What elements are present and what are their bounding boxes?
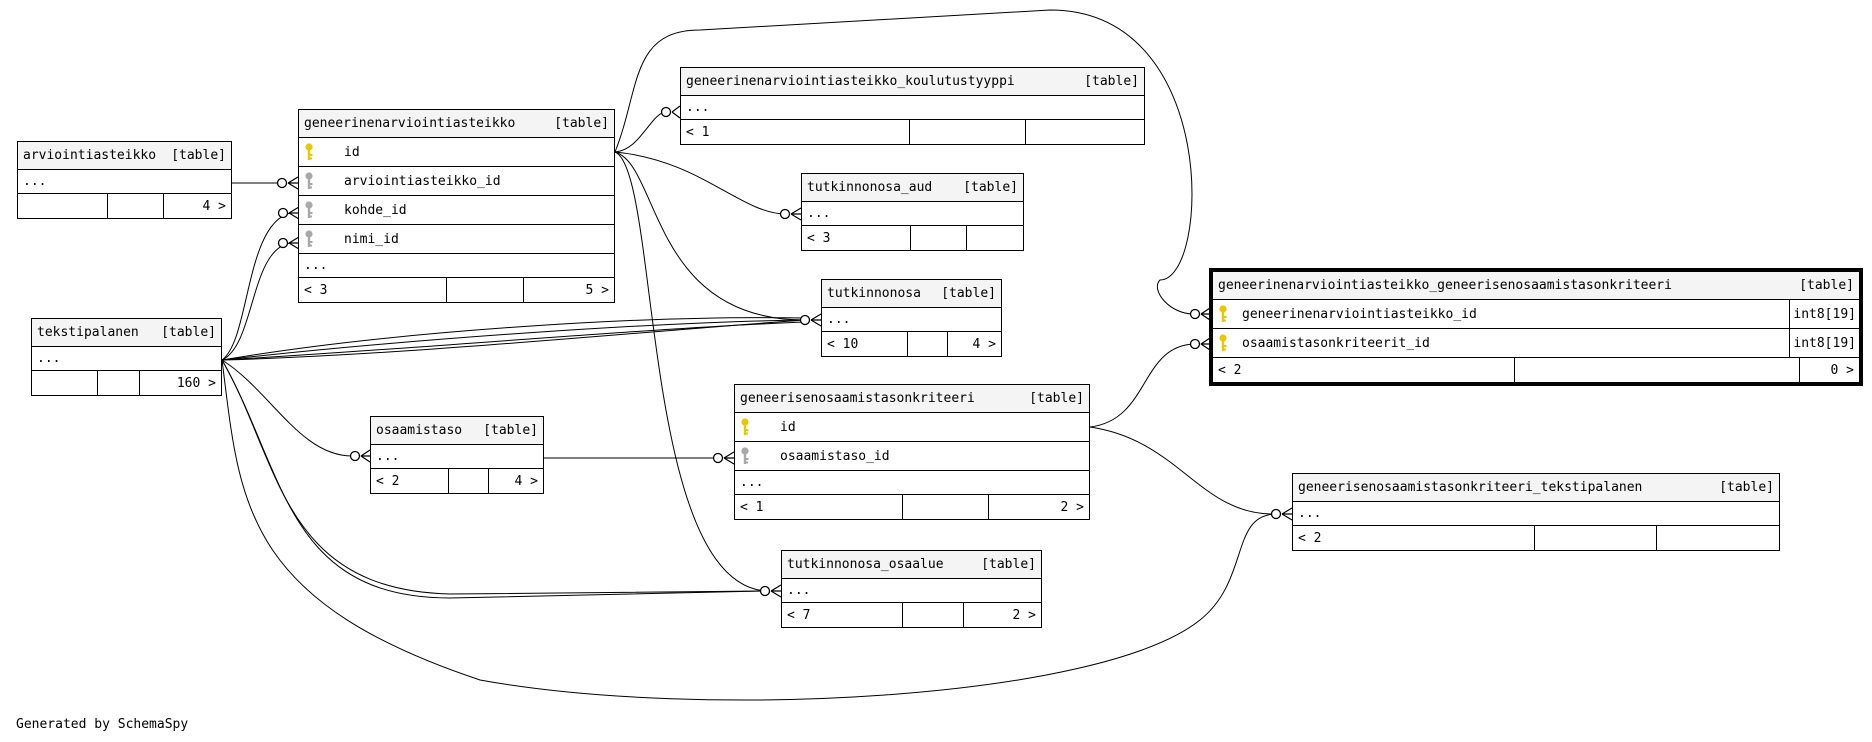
table-footer: 4 > (18, 194, 231, 218)
table-tutkinnonosa-aud[interactable]: tutkinnonosa_aud[table] ... < 3 (801, 173, 1024, 251)
foreign-key-icon (740, 446, 758, 466)
table-arviointiasteikko[interactable]: arviointiasteikko[table] ... 4 > (17, 141, 232, 219)
edge-tekstipalanen-gok (221, 359, 1277, 701)
primary-key-icon (740, 417, 758, 437)
column-row: nimi_id (299, 225, 614, 254)
primary-key-icon (1218, 333, 1236, 353)
edge-tekstipalanen-tutkinnonosa-2 (221, 319, 806, 361)
ellipsis-row: ... (371, 445, 543, 469)
table-tutkinnonosa[interactable]: tutkinnonosa[table] ... < 10 4 > (821, 279, 1002, 357)
table-osaamistaso[interactable]: osaamistaso[table] ... < 2 4 > (370, 416, 544, 494)
table-header: geneerisenosaamistasonkriteeri[table] (735, 385, 1089, 413)
table-header: tutkinnonosa_aud[table] (802, 174, 1023, 202)
table-geneerinenarviointiasteikko[interactable]: geneerinenarviointiasteikko[table] id ar… (298, 109, 615, 303)
table-footer: 160 > (32, 371, 221, 395)
ellipsis-row: ... (802, 202, 1023, 226)
table-header: osaamistaso[table] (371, 417, 543, 445)
table-geneerinenarviointiasteikko-koulutustyyppi[interactable]: geneerinenarviointiasteikko_koulutustyyp… (680, 67, 1145, 145)
table-tekstipalanen[interactable]: tekstipalanen[table] ... 160 > (31, 318, 222, 396)
table-footer: < 3 (802, 226, 1023, 250)
column-type: int8[19] (1789, 300, 1859, 328)
table-footer: < 1 2 > (735, 495, 1089, 519)
ellipsis-row: ... (735, 471, 1089, 495)
column-row: id (299, 138, 614, 167)
table-geneerisenosaamistasonkriteeri-tekstipalanen[interactable]: geneerisenosaamistasonkriteeri_tekstipal… (1292, 473, 1780, 551)
table-header: tutkinnonosa[table] (822, 280, 1001, 308)
ellipsis-row: ... (681, 96, 1144, 120)
table-footer: < 2 4 > (371, 469, 543, 493)
edge-tekstipalanen-osaamistaso (221, 359, 353, 457)
table-footer: < 10 4 > (822, 332, 1001, 356)
table-footer: < 2 0 > (1213, 358, 1859, 382)
table-footer: < 7 2 > (782, 603, 1041, 627)
ellipsis-row: ... (18, 170, 231, 194)
edge-tekstipalanen-osaalue-2 (221, 359, 766, 599)
edge-geneerinen-osaalue (614, 151, 766, 592)
table-header: tekstipalanen[table] (32, 319, 221, 347)
table-header: tutkinnonosa_osaalue[table] (782, 551, 1041, 579)
table-header: arviointiasteikko[table] (18, 142, 231, 170)
table-footer: < 3 5 > (299, 278, 614, 302)
edge-tekstipalanen-tutkinnonosa-4 (221, 319, 806, 361)
column-type: int8[19] (1789, 329, 1859, 357)
table-geneerisenosaamistasonkriteeri[interactable]: geneerisenosaamistasonkriteeri[table] id… (734, 384, 1090, 520)
edge-geneerinen-focus (614, 9, 1196, 315)
ellipsis-row: ... (782, 579, 1041, 603)
edge-gok-tekstipalanen (1089, 426, 1277, 515)
edge-geneerinen-tutkinnonosa (614, 151, 806, 321)
column-row: id (735, 413, 1089, 442)
table-footer: < 2 (1293, 526, 1779, 550)
foreign-key-icon (304, 200, 322, 220)
edge-tekstipalanen-kohde (221, 212, 291, 361)
edge-geneerinen-aud (614, 151, 786, 215)
foreign-key-icon (304, 171, 322, 191)
table-header: geneerisenosaamistasonkriteeri_tekstipal… (1293, 474, 1779, 502)
edge-tekstipalanen-tutkinnonosa-1 (221, 317, 806, 361)
crowfoot-markers (276, 106, 1282, 597)
primary-key-icon (1218, 304, 1236, 324)
edge-tekstipalanen-nimi (221, 242, 291, 361)
ellipsis-row: ... (32, 347, 221, 371)
foreign-key-icon (304, 229, 322, 249)
table-header: geneerinenarviointiasteikko[table] (299, 110, 614, 138)
table-geneerinenarviointiasteikko-geneerisenosaamistasonkriteeri[interactable]: geneerinenarviointiasteikko_geneerisenos… (1209, 268, 1863, 386)
table-header: geneerinenarviointiasteikko_geneerisenos… (1213, 272, 1859, 300)
ellipsis-row: ... (299, 254, 614, 278)
column-row: kohde_id (299, 196, 614, 225)
table-tutkinnonosa-osaalue[interactable]: tutkinnonosa_osaalue[table] ... < 7 2 > (781, 550, 1042, 628)
edge-gok-focus (1089, 343, 1196, 428)
ellipsis-row: ... (822, 308, 1001, 332)
ellipsis-row: ... (1293, 502, 1779, 526)
table-header: geneerinenarviointiasteikko_koulutustyyp… (681, 68, 1144, 96)
column-row: arviointiasteikko_id (299, 167, 614, 196)
primary-key-icon (304, 142, 322, 162)
generated-by-credit: Generated by SchemaSpy (16, 717, 189, 732)
table-footer: < 1 (681, 120, 1144, 144)
column-row: osaamistaso_id (735, 442, 1089, 471)
edge-geneerinen-koulutustyyppi (614, 111, 666, 153)
